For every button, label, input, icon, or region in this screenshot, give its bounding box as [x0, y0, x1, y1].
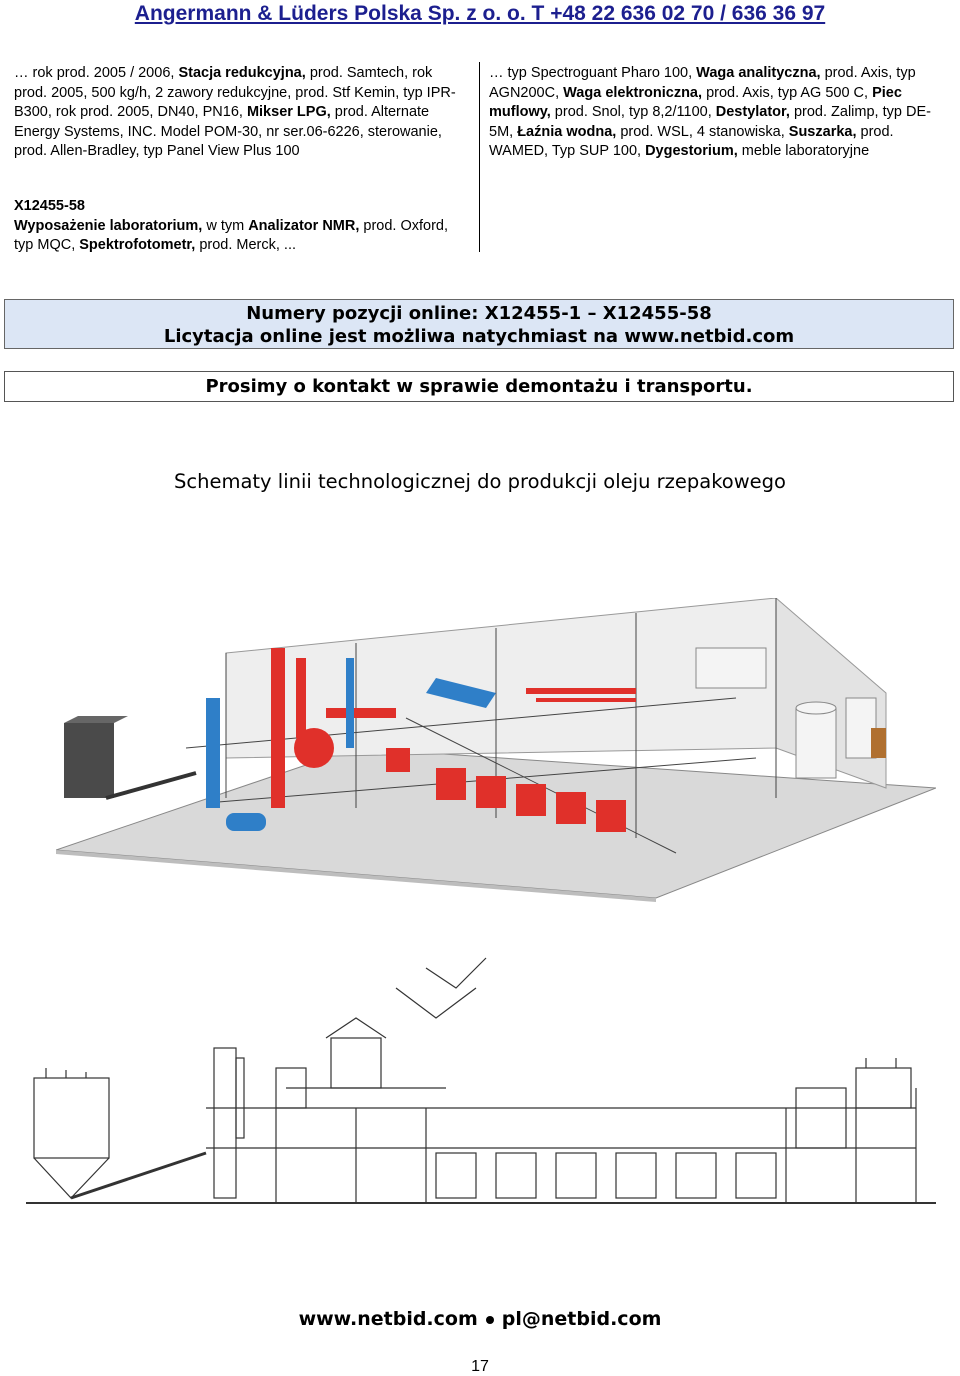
lot-bold-1: Analizator NMR,: [248, 217, 360, 234]
right-text-2: prod. Axis, typ AGN200C,: [489, 65, 916, 101]
page-number: 17: [471, 1358, 489, 1375]
right-text-4: prod. Snol, typ 8,2/1100,: [554, 104, 712, 120]
right-bold-6: Suszarka,: [788, 123, 857, 140]
left-text-3: prod. Alternate Energy Systems, INC. Mod…: [14, 104, 442, 159]
right-bold-2: Waga elektroniczna,: [563, 84, 703, 101]
lot-text-1: w tym: [206, 217, 245, 234]
right-text-5: prod. Zalimp, typ DE-5M,: [489, 104, 931, 140]
right-bold-3: Piec muflowy,: [489, 84, 902, 121]
right-text-3: prod. Axis, typ AG 500 C,: [706, 84, 869, 101]
contact-box: Prosimy o kontakt w sprawie demontażu i …: [4, 371, 954, 402]
plant-3d-illustration: [56, 598, 936, 902]
right-bold-4: Destylator,: [715, 104, 790, 120]
column-divider: [479, 62, 480, 252]
lot-text-3: prod. Merck, ...: [199, 237, 297, 253]
lot-number: X12455-58: [14, 198, 85, 214]
lot-title: Wyposażenie laboratorium,: [14, 217, 203, 234]
bullet-icon: [485, 1315, 494, 1324]
left-column-text: … rok prod. 2005 / 2006, Stacja redukcyj…: [14, 64, 469, 162]
footer-email[interactable]: pl@netbid.com: [501, 1308, 662, 1330]
right-bold-5: Łaźnia wodna,: [517, 123, 617, 140]
lot-bold-2: Spektrofotometr,: [79, 237, 196, 253]
footer-website[interactable]: www.netbid.com: [298, 1308, 478, 1330]
online-positions: Numery pozycji online: X12455-1 – X12455…: [246, 303, 712, 324]
left-text-2: prod. Samtech, rok prod. 2005, 500 kg/h,…: [14, 65, 456, 120]
lot-text-2: prod. Oxford, typ MQC,: [14, 217, 449, 254]
footer-contact: www.netbid.com pl@netbid.com: [0, 1308, 960, 1330]
online-info-box: Numery pozycji online: X12455-1 – X12455…: [4, 299, 954, 349]
left-text-1: … rok prod. 2005 / 2006,: [14, 65, 175, 81]
left-bold-1: Stacja redukcyjna,: [178, 65, 306, 81]
right-bold-7: Dygestorium,: [645, 143, 738, 159]
right-column-text: … typ Spectroguant Pharo 100, Waga anali…: [489, 64, 949, 162]
schematic-title: Schematy linii technologicznej do produk…: [174, 470, 786, 493]
left-bold-2: Mikser LPG,: [246, 104, 331, 120]
plant-elevation-drawing: [26, 957, 936, 1204]
right-text-6: prod. WSL, 4 stanowiska,: [620, 123, 785, 140]
right-bold-1: Waga analityczna,: [696, 65, 821, 81]
lot-description: Wyposażenie laboratorium, w tym Analizat…: [14, 217, 469, 256]
right-text-1: … typ Spectroguant Pharo 100,: [489, 65, 693, 81]
online-auction-note: Licytacja online jest możliwa natychmias…: [163, 326, 795, 347]
page-header: Angermann & Lüders Polska Sp. z o. o. T …: [134, 2, 826, 25]
right-text-8: meble laboratoryjne: [741, 143, 870, 159]
lot-block: X12455-58 Wyposażenie laboratorium, w ty…: [14, 197, 469, 256]
right-text-7: prod. WAMED, Typ SUP 100,: [489, 123, 894, 160]
